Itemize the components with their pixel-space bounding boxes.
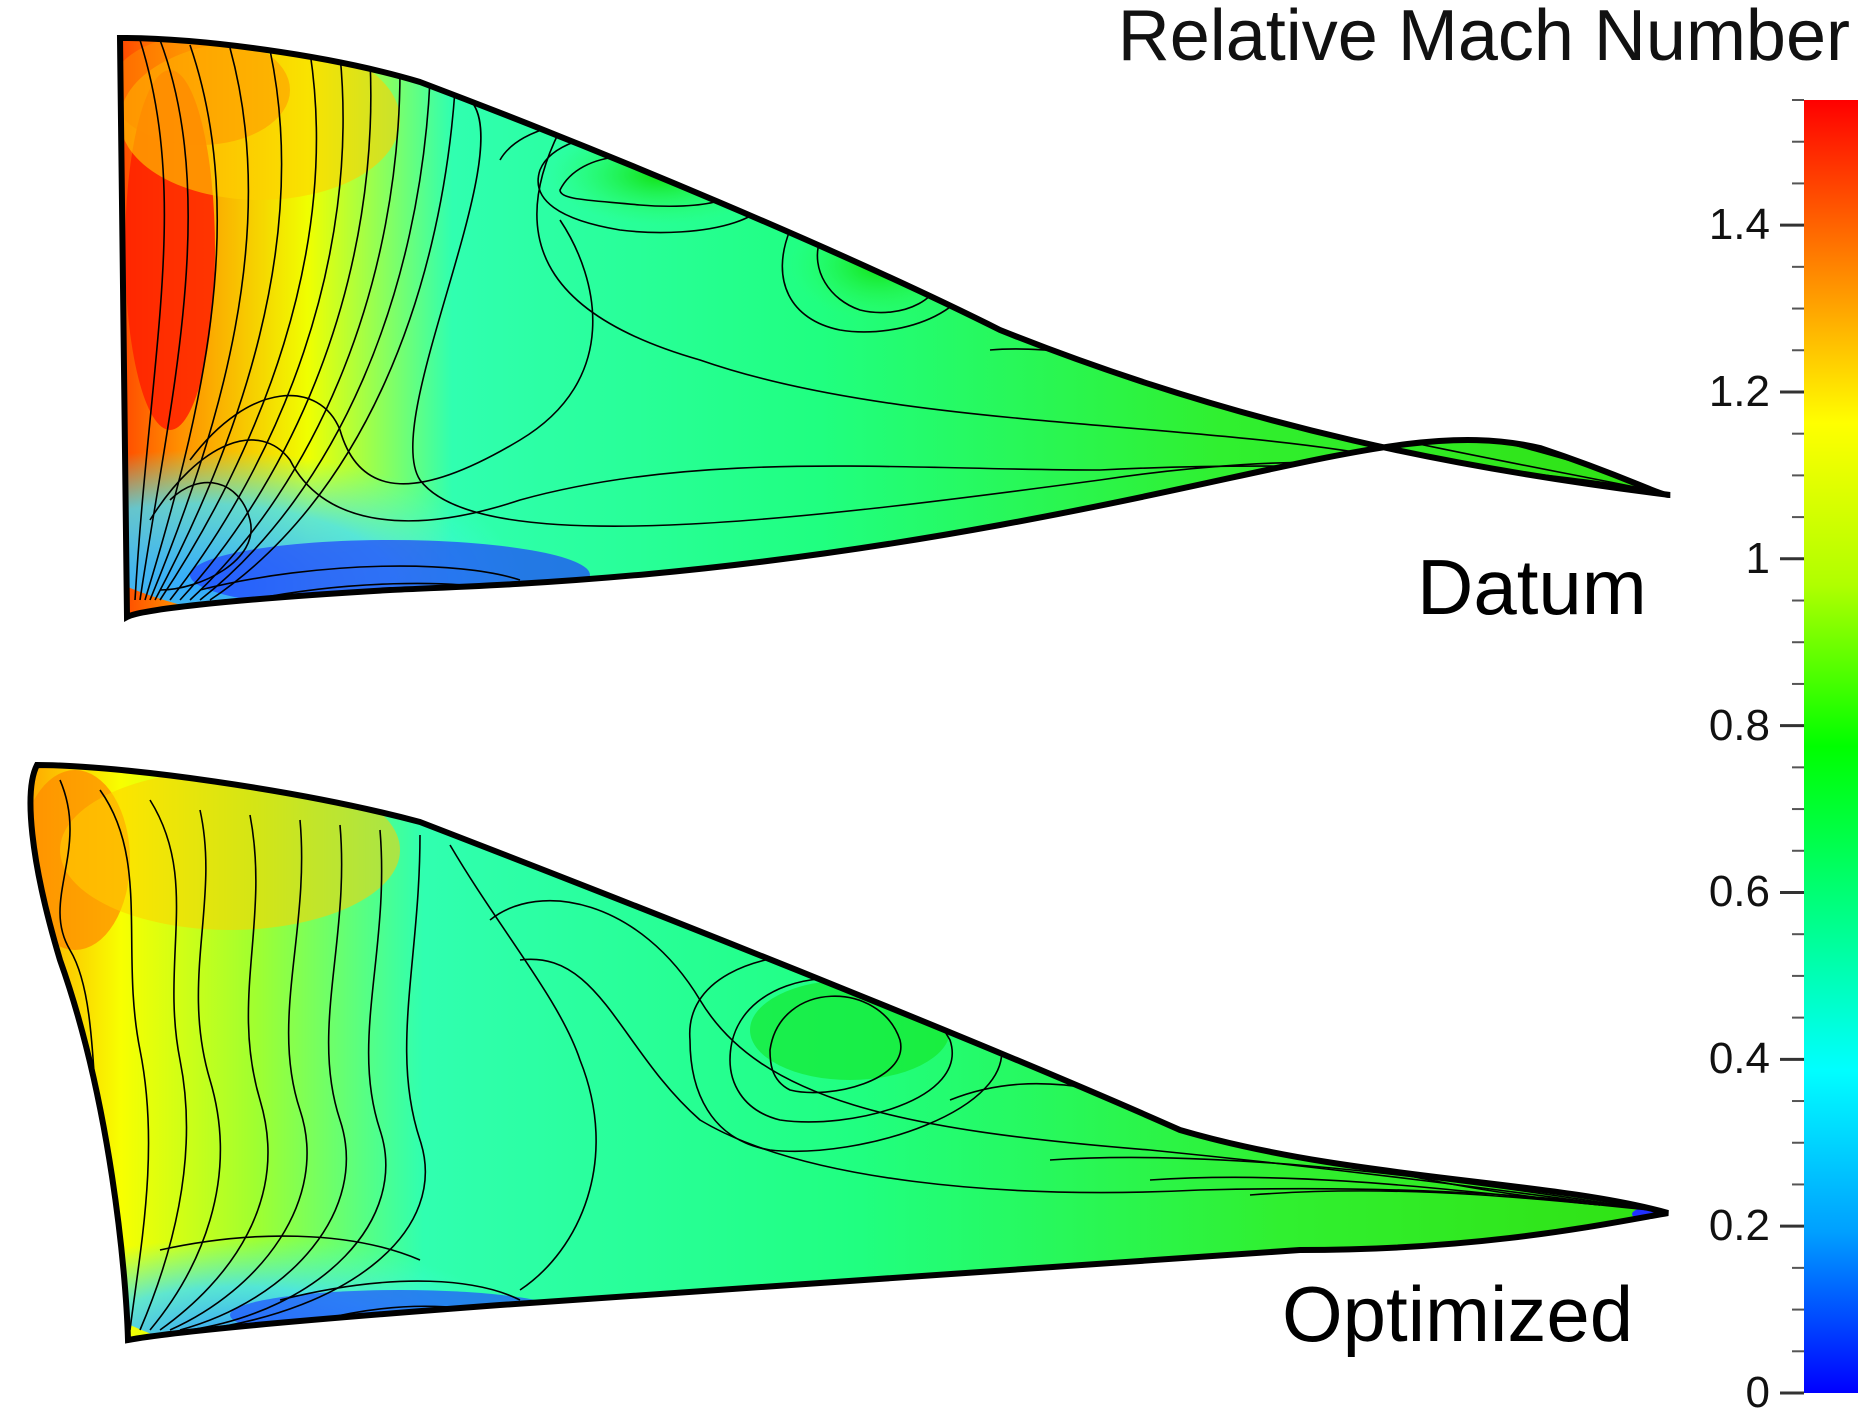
colorbar-tick-label: 0.6 bbox=[1708, 867, 1770, 917]
datum-contour-fill bbox=[120, 38, 1670, 617]
colorbar-tick-label: 0.4 bbox=[1708, 1034, 1770, 1084]
colorbar-tick-label: 0.2 bbox=[1708, 1201, 1770, 1251]
colorbar-tick-label: 1.2 bbox=[1708, 366, 1770, 416]
colorbar-ticks bbox=[1780, 99, 1804, 1395]
datum-panel bbox=[20, 30, 1700, 630]
colorbar-tick-label: 0.8 bbox=[1708, 700, 1770, 750]
colorbar-gradient bbox=[1804, 100, 1858, 1393]
colorbar-tick-label: 0 bbox=[1745, 1368, 1770, 1417]
datum-label: Datum bbox=[1417, 543, 1647, 631]
colorbar-tick-label: 1 bbox=[1745, 533, 1770, 583]
colorbar bbox=[1780, 99, 1858, 1395]
colorbar-tick-label: 1.4 bbox=[1708, 200, 1770, 250]
optimized-contour-lines bbox=[59, 779, 1651, 1331]
optimized-label: Optimized bbox=[1282, 1270, 1634, 1358]
legend-title: Relative Mach Number bbox=[1117, 0, 1850, 76]
